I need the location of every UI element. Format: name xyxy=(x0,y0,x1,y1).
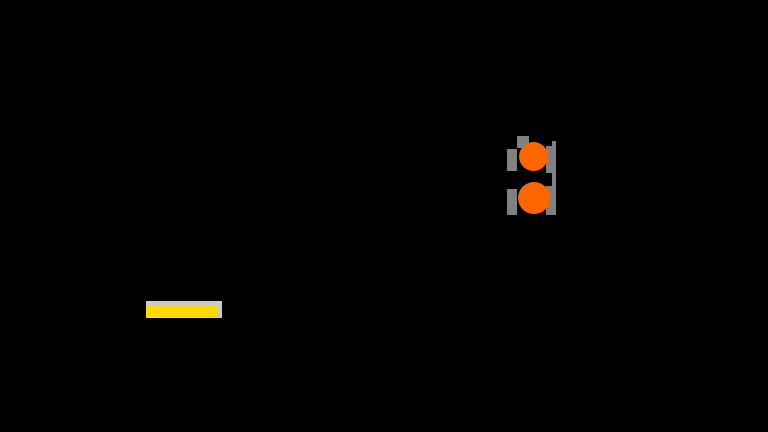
orange-circle-bottom xyxy=(518,182,550,214)
gray-block-right-upper xyxy=(546,146,555,173)
yellow-bar xyxy=(146,305,218,318)
gray-block-left-upper xyxy=(507,149,517,171)
orange-circle-top xyxy=(519,142,548,171)
gray-block-right-lower xyxy=(546,186,554,215)
gray-vertical-line xyxy=(552,141,556,215)
gray-block-left-lower xyxy=(507,189,517,215)
